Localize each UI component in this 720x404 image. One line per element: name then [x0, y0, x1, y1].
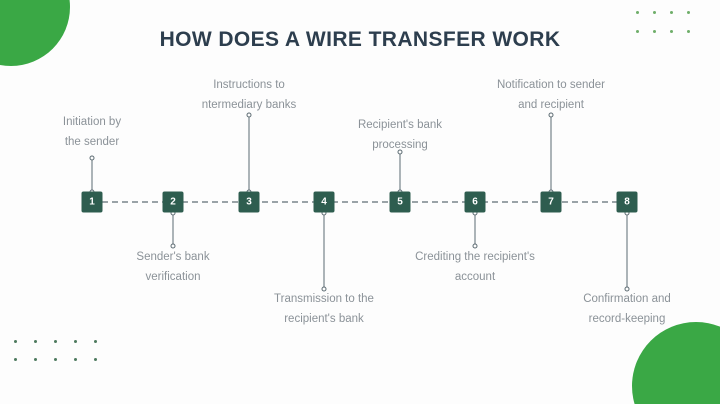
step-connector-stem: [626, 213, 628, 289]
step-connector-stem: [172, 213, 174, 246]
timeline-node-8[interactable]: 8: [616, 191, 638, 213]
timeline-node-2[interactable]: 2: [162, 191, 184, 213]
stem-endpoint-dot-inner: [472, 243, 478, 249]
stem-endpoint-dot-outer: [548, 112, 554, 118]
timeline-node-6[interactable]: 6: [464, 191, 486, 213]
step-label-line1: Notification to sender: [496, 79, 606, 91]
timeline-node-3[interactable]: 3: [238, 191, 260, 213]
step-label-line2: ntermediary banks: [201, 99, 297, 112]
step-label-3: Instructions to ntermediary banks: [174, 75, 324, 115]
step-label-6: Crediting the recipient's account: [400, 247, 550, 287]
step-label-line2: account: [454, 271, 496, 284]
decorative-dot-grid-bottom-left: [14, 340, 114, 376]
page-title: HOW DOES A WIRE TRANSFER WORK: [159, 28, 561, 51]
step-label-line1: Initiation by: [62, 116, 122, 128]
step-connector-stem: [323, 213, 325, 289]
timeline-node-7[interactable]: 7: [540, 191, 562, 213]
timeline-node-4[interactable]: 4: [313, 191, 335, 213]
step-label-8: Confirmation and record-keeping: [552, 289, 702, 329]
stem-endpoint-dot-inner: [170, 243, 176, 249]
step-label-line1: Crediting the recipient's: [415, 251, 535, 263]
step-label-line2: record-keeping: [588, 313, 666, 326]
stem-endpoint-dot-outer: [246, 112, 252, 118]
timeline-node-1[interactable]: 1: [81, 191, 103, 213]
step-label-line2: recipient's bank: [284, 313, 364, 326]
stem-endpoint-dot-outer: [89, 155, 95, 161]
step-label-line2: and recipient: [518, 99, 584, 112]
step-label-line1: Confirmation and: [583, 293, 671, 305]
decorative-dot-grid-top-right: [636, 11, 704, 49]
step-label-line2: verification: [145, 271, 201, 284]
stem-endpoint-dot-inner: [624, 286, 630, 292]
step-label-line2: the sender: [64, 136, 120, 149]
stem-endpoint-dot-outer: [397, 149, 403, 155]
step-connector-stem: [550, 115, 552, 192]
step-label-1: Initiation by the sender: [17, 112, 167, 152]
step-label-line1: Instructions to: [213, 79, 285, 91]
decorative-circle-bottom-right: [632, 322, 720, 404]
step-label-2: Sender's bank verification: [98, 247, 248, 287]
stem-endpoint-dot-inner: [321, 286, 327, 292]
timeline-node-5[interactable]: 5: [389, 191, 411, 213]
step-connector-stem: [91, 158, 93, 192]
step-connector-stem: [474, 213, 476, 246]
step-connector-stem: [399, 152, 401, 192]
step-label-line2: processing: [372, 139, 428, 152]
step-connector-stem: [248, 115, 250, 192]
step-label-5: Recipient's bank processing: [325, 115, 475, 155]
step-label-line1: Recipient's bank: [357, 119, 443, 131]
step-label-line1: Sender's bank: [136, 251, 210, 263]
step-label-4: Transmission to the recipient's bank: [249, 289, 399, 329]
step-label-line1: Transmission to the: [274, 293, 374, 305]
timeline-connector-line: [92, 201, 628, 203]
step-label-7: Notification to sender and recipient: [476, 75, 626, 115]
